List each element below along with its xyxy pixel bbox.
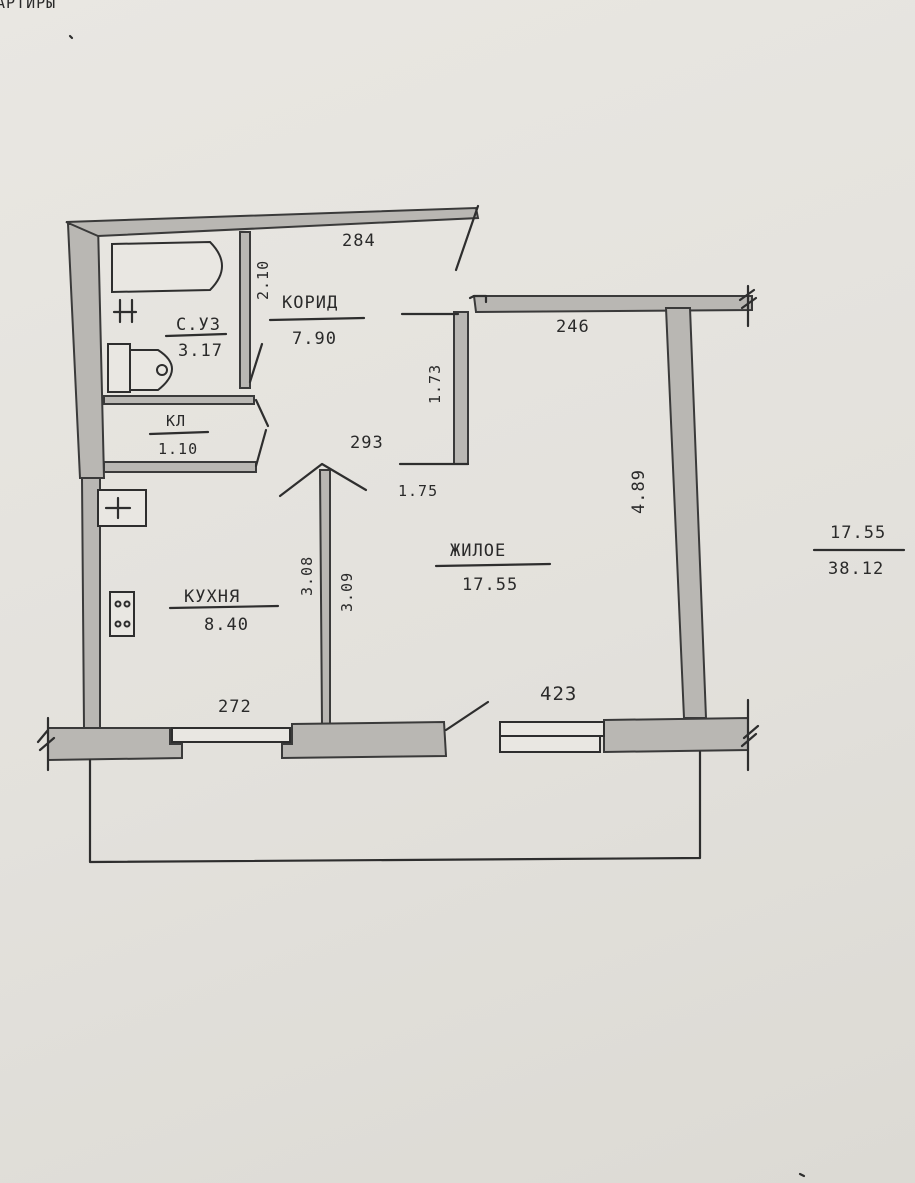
pencil-mark xyxy=(798,1172,806,1178)
corridor-area: 7.90 xyxy=(292,329,337,349)
bathroom-label-divider xyxy=(164,332,228,338)
bathtub-icon xyxy=(111,240,223,294)
living-window-sill xyxy=(499,735,601,753)
kitchen-arch xyxy=(278,462,368,498)
dim-closet-width: 1.75 xyxy=(398,482,438,500)
left-outer-wall xyxy=(66,223,106,479)
bathroom-area: 3.17 xyxy=(178,341,223,361)
bathroom-name: С.УЗ xyxy=(176,315,221,335)
dim-bath-height: 2.10 xyxy=(254,260,272,300)
living-window xyxy=(499,721,605,737)
dim-kitchen-width: 272 xyxy=(218,697,252,717)
break-mark-left xyxy=(36,716,56,772)
top-wall-living xyxy=(472,295,753,314)
stove-burner-icon xyxy=(123,600,131,608)
pantry-kitchen-wall xyxy=(103,461,257,473)
total-area: 38.12 xyxy=(828,559,884,579)
kitchen-partition xyxy=(318,469,331,725)
dim-top-corridor: 284 xyxy=(342,231,376,251)
stove-burner-icon xyxy=(114,600,122,608)
toilet-drain-icon xyxy=(156,364,168,376)
dim-kitchen-outer: 3.09 xyxy=(338,572,356,612)
living-door xyxy=(444,700,490,732)
toilet-tank-icon xyxy=(107,343,131,393)
living-label-divider xyxy=(434,562,552,568)
top-wall-corridor xyxy=(65,206,480,238)
living-name: ЖИЛОЕ xyxy=(450,541,506,561)
kitchen-name: КУХНЯ xyxy=(184,587,240,607)
bath-pantry-wall xyxy=(103,395,255,405)
corridor-name: КОРИД xyxy=(282,293,338,313)
toilet-bowl-icon xyxy=(129,349,173,391)
entrance-door xyxy=(454,204,480,272)
pantry-name: КЛ xyxy=(166,412,186,430)
bottom-wall-mid xyxy=(281,720,448,760)
bathtub-faucet-icon xyxy=(112,298,138,324)
corridor-label-divider xyxy=(268,316,366,322)
kitchen-label-divider xyxy=(168,604,280,610)
dim-kitchen-inner: 3.08 xyxy=(298,556,316,596)
dim-living-width: 423 xyxy=(540,683,577,705)
dim-top-living: 246 xyxy=(556,317,590,337)
living-top-notch xyxy=(468,294,488,304)
dim-closet-height: 1.73 xyxy=(426,364,444,404)
dim-living-depth: 4.89 xyxy=(629,469,649,514)
sink-faucet-icon xyxy=(104,496,132,520)
pantry-area: 1.10 xyxy=(158,440,198,458)
dim-corridor-width: 293 xyxy=(350,433,384,453)
break-mark-right xyxy=(740,698,760,772)
bath-door xyxy=(248,342,264,384)
kitchen-area: 8.40 xyxy=(204,615,249,635)
closet-wall xyxy=(453,311,469,465)
break-mark-top xyxy=(738,284,758,328)
stove-icon xyxy=(109,591,135,637)
pencil-mark xyxy=(68,34,74,40)
kitchen-window xyxy=(171,727,291,743)
bath-right-wall xyxy=(239,231,251,389)
total-living-area: 17.55 xyxy=(830,523,886,543)
balcony-outline xyxy=(88,750,702,864)
right-wall-living xyxy=(664,307,708,719)
bottom-wall-left xyxy=(47,727,183,762)
stove-burner-icon xyxy=(123,620,131,628)
stove-burner-icon xyxy=(114,620,122,628)
pantry-label-divider xyxy=(148,430,210,436)
header-fragment: АРТИРЫ xyxy=(0,0,56,12)
living-area: 17.55 xyxy=(462,575,518,595)
pantry-door xyxy=(254,398,270,468)
bottom-wall-right xyxy=(603,716,749,754)
